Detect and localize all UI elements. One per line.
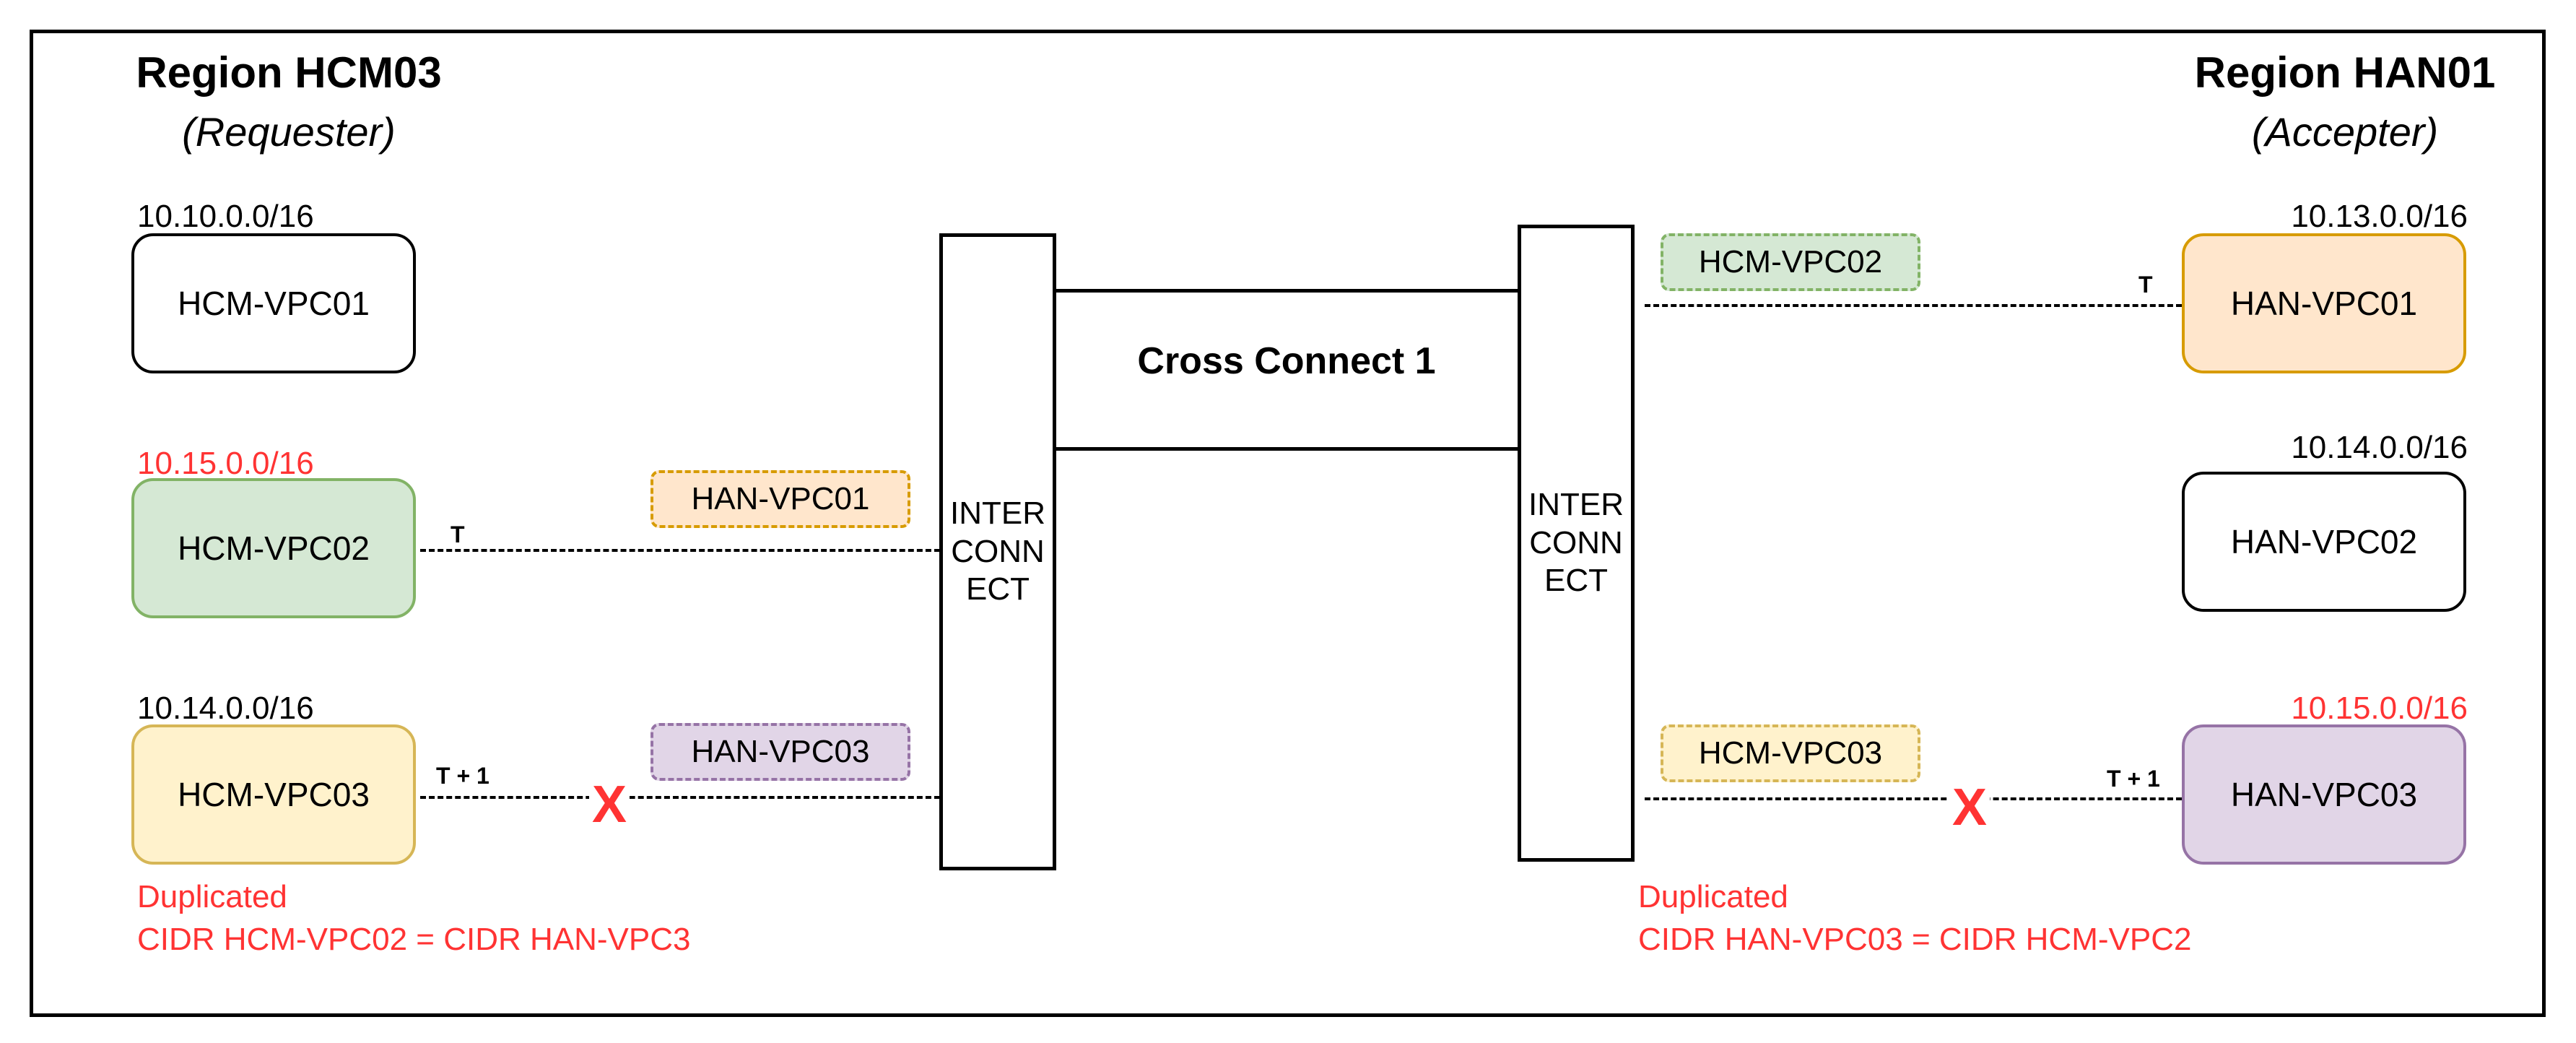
hcm-vpc03-cidr: 10.14.0.0/16 [137,691,314,726]
left-region-title: Region HCM03 [136,48,442,97]
han-vpc01-cidr: 10.13.0.0/16 [2291,199,2468,234]
link-label-t1-left: T + 1 [436,763,489,789]
han-vpc02-box[interactable]: HAN-VPC02 [2182,472,2466,612]
hcm-vpc01-box[interactable]: HCM-VPC01 [131,233,416,373]
right-note-line1: Duplicated [1638,879,1788,914]
route-tag-hcm-vpc03: HCM-VPC03 [1661,724,1920,782]
hcm-vpc02-cidr: 10.15.0.0/16 [137,446,314,481]
hcm-vpc02-box[interactable]: HCM-VPC02 [131,478,416,618]
link-hcm-vpc03-interconnect [420,796,940,799]
diagram-frame [30,30,2546,1017]
link-hcm-vpc02-interconnect [420,549,940,552]
left-note-line1: Duplicated [137,879,287,914]
left-region-role: (Requester) [182,109,396,155]
han-vpc03-box[interactable]: HAN-VPC03 [2182,724,2466,865]
right-region-role: (Accepter) [2251,109,2439,155]
right-duplicate-note: Duplicated CIDR HAN-VPC03 = CIDR HCM-VPC… [1638,875,2191,961]
route-tag-han-vpc03: HAN-VPC03 [650,723,910,781]
interconnect-left[interactable]: INTER CONN ECT [939,233,1056,870]
link-label-t-right: T [2138,272,2153,298]
han-vpc02-cidr: 10.14.0.0/16 [2291,430,2468,465]
cross-connect-top-line [1053,289,1520,293]
link-label-t-left: T [451,522,465,548]
interconnect-right[interactable]: INTER CONN ECT [1518,225,1635,862]
left-duplicate-note: Duplicated CIDR HCM-VPC02 = CIDR HAN-VPC… [137,875,690,961]
route-tag-han-vpc01: HAN-VPC01 [650,470,910,528]
cross-connect-bottom-line [1053,447,1520,451]
right-note-line2: CIDR HAN-VPC03 = CIDR HCM-VPC2 [1638,922,2192,958]
han-vpc03-cidr: 10.15.0.0/16 [2291,691,2468,726]
right-region-title: Region HAN01 [2194,48,2496,97]
blocked-x-icon-right: X [1949,782,1990,834]
left-note-line2: CIDR HCM-VPC02 = CIDR HAN-VPC3 [137,922,691,958]
cross-connect-label: Cross Connect 1 [1137,340,1436,382]
han-vpc01-box[interactable]: HAN-VPC01 [2182,233,2466,373]
hcm-vpc03-box[interactable]: HCM-VPC03 [131,724,416,865]
link-interconnect-han-vpc03 [1645,797,2182,800]
blocked-x-icon-left: X [589,779,630,831]
link-interconnect-han-vpc01 [1645,304,2182,307]
hcm-vpc01-cidr: 10.10.0.0/16 [137,199,314,234]
link-label-t1-right: T + 1 [2107,766,2160,792]
route-tag-hcm-vpc02: HCM-VPC02 [1661,233,1920,291]
